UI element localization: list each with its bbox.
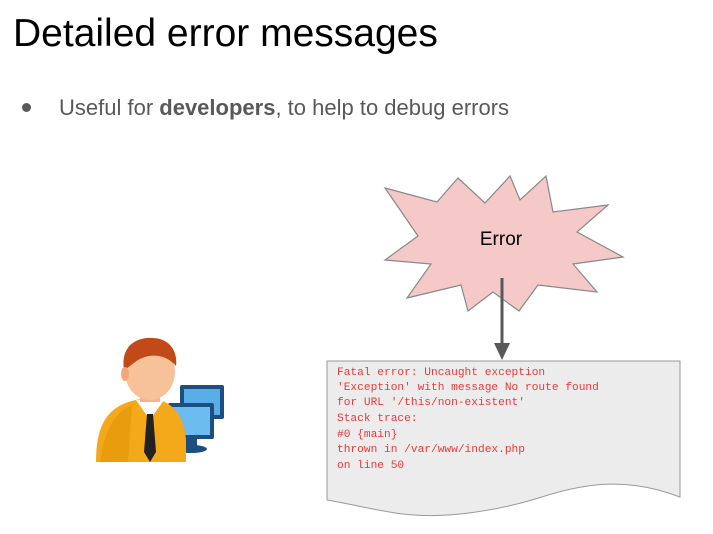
- developer-at-computer-icon: [96, 337, 224, 462]
- trace-line: thrown in /var/www/index.php: [337, 444, 525, 456]
- slide-title: Detailed error messages: [13, 12, 438, 55]
- trace-line: 'Exception' with message No route found: [337, 382, 599, 394]
- bullet-prefix: Useful for: [59, 95, 160, 120]
- trace-line: #0 {main}: [337, 429, 397, 441]
- bullet-bold-term: developers: [159, 95, 276, 120]
- stack-trace-text: Fatal error: Uncaught exception 'Excepti…: [337, 367, 599, 472]
- bullet-suffix: , to help to debug errors: [275, 95, 510, 120]
- error-burst-shape: [383, 174, 625, 313]
- trace-line: Fatal error: Uncaught exception: [337, 367, 545, 379]
- stack-trace-document: [326, 360, 681, 517]
- trace-line: on line 50: [337, 460, 404, 472]
- trace-line: Stack trace:: [337, 413, 418, 425]
- trace-line: for URL '/this/non-existent': [337, 397, 525, 409]
- bullet-item: Useful for developers, to help to debug …: [22, 95, 509, 121]
- arrow-down-icon: [494, 278, 510, 360]
- bullet-dot-icon: [22, 102, 31, 112]
- error-burst-label: Error: [480, 229, 523, 250]
